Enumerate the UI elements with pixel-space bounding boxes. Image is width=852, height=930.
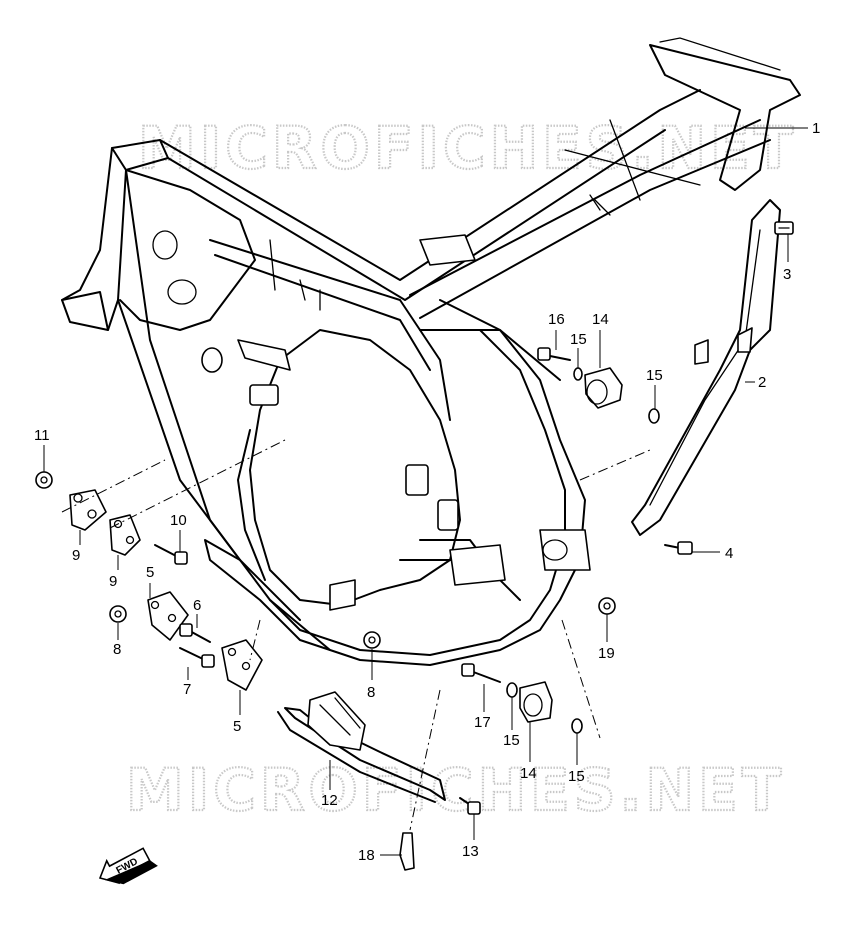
nut-8-center[interactable] [363, 631, 381, 649]
nut-19[interactable] [598, 597, 616, 615]
rubber-mount-14-lower[interactable] [519, 681, 553, 723]
washer-15-lower-right[interactable] [571, 718, 583, 734]
align-line-2 [109, 439, 286, 529]
label-part-1: 1 [812, 120, 820, 137]
bolt-13[interactable] [459, 797, 481, 815]
clip-18[interactable] [399, 832, 415, 871]
align-line-6 [409, 689, 441, 831]
label-part-15d: 15 [568, 768, 585, 785]
label-part-6: 6 [193, 597, 201, 614]
label-part-13: 13 [462, 843, 479, 860]
align-line-3 [579, 449, 651, 481]
label-part-15c: 15 [503, 732, 520, 749]
align-line-5 [249, 619, 261, 661]
label-part-10: 10 [170, 512, 187, 529]
label-part-12: 12 [321, 792, 338, 809]
bolt-6[interactable] [179, 623, 211, 643]
label-part-8a: 8 [113, 641, 121, 658]
nut-8-left[interactable] [109, 605, 127, 623]
washer-15-lower-left[interactable] [506, 682, 518, 698]
label-part-5b: 5 [233, 718, 241, 735]
nut-11[interactable] [35, 471, 53, 489]
label-part-18: 18 [358, 847, 375, 864]
skid-plate[interactable] [277, 691, 446, 803]
label-part-4: 4 [725, 545, 733, 562]
part-number-labels: 1 2 3 4 5 5 6 7 8 8 9 9 10 11 12 13 14 1… [34, 120, 820, 864]
label-part-14b: 14 [520, 765, 537, 782]
label-part-16: 16 [548, 311, 565, 328]
label-part-15b: 15 [646, 367, 663, 384]
label-part-8b: 8 [367, 684, 375, 701]
align-line-4 [561, 619, 601, 739]
bolt-4[interactable] [664, 541, 693, 555]
label-part-14a: 14 [592, 311, 609, 328]
label-part-9b: 9 [109, 573, 117, 590]
bolt-16[interactable] [537, 347, 571, 361]
label-part-5a: 5 [146, 564, 154, 581]
label-part-15a: 15 [570, 331, 587, 348]
label-part-17: 17 [474, 714, 491, 731]
label-part-7: 7 [183, 681, 191, 698]
label-part-11: 11 [34, 427, 50, 444]
watermark-top: MICROFICHES.NET [138, 114, 797, 182]
sub-frame-strap[interactable] [631, 199, 781, 536]
label-part-19: 19 [598, 645, 615, 662]
watermark-bottom: MICROFICHES.NET [126, 756, 785, 824]
label-part-3: 3 [783, 266, 791, 283]
washer-15-upper-left[interactable] [573, 367, 583, 381]
main-frame[interactable] [61, 37, 801, 666]
mount-plate-left-lower[interactable] [109, 514, 141, 556]
bolt-17[interactable] [461, 663, 501, 683]
fwd-arrow: FWD [98, 847, 158, 885]
label-part-2: 2 [758, 374, 766, 391]
mount-plate-left-upper[interactable] [69, 489, 107, 531]
label-part-9a: 9 [72, 547, 80, 564]
leader-lines [43, 127, 808, 856]
washer-15-upper-right[interactable] [648, 408, 660, 424]
bolt-7[interactable] [179, 647, 215, 668]
rubber-mount-14-upper[interactable] [584, 367, 623, 409]
bolt-3[interactable] [774, 221, 794, 235]
bolt-10[interactable] [154, 544, 188, 565]
